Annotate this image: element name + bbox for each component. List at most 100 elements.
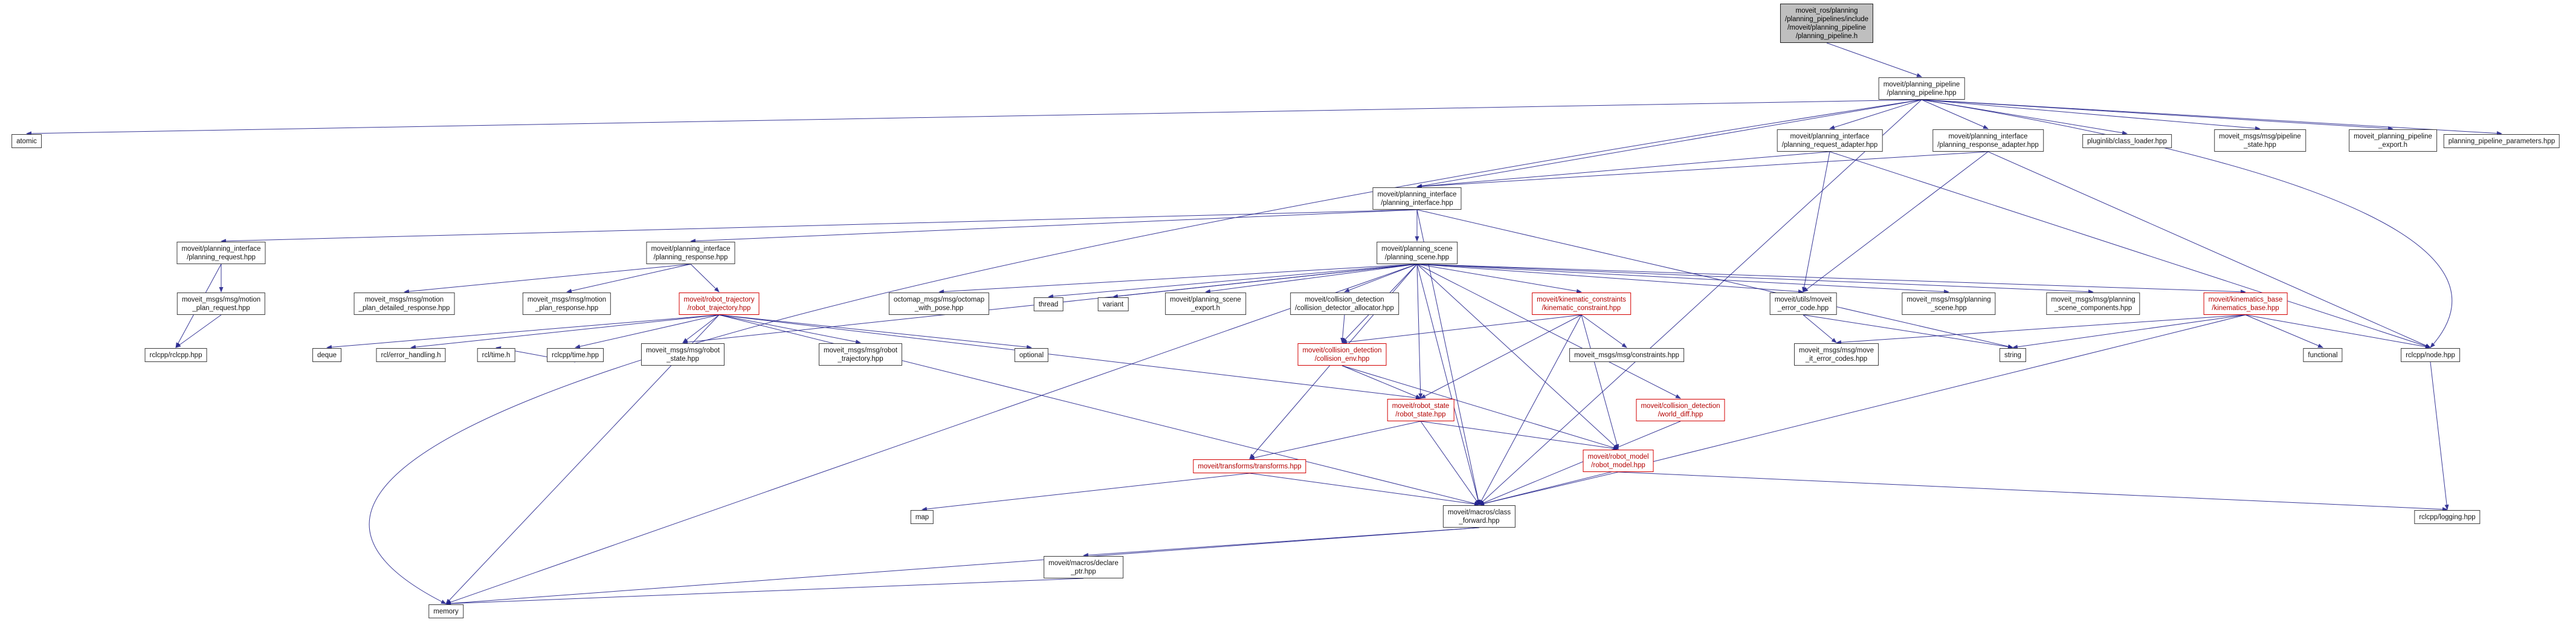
graph-node-rs_msg[interactable]: moveit_msgs/msg/robot_state.hpp [641, 343, 725, 366]
graph-node-map[interactable]: map [910, 510, 934, 524]
graph-node-pp_export[interactable]: moveit_planning_pipeline_export.h [2349, 129, 2437, 152]
graph-node-mpdr_msg[interactable]: moveit_msgs/msg/motion_plan_detailed_res… [353, 293, 455, 315]
graph-node-string[interactable]: string [1999, 348, 2027, 362]
graph-node-tf_hpp[interactable]: moveit/transforms/transforms.hpp [1193, 459, 1306, 473]
graph-node-rclcpp[interactable]: rclcpp/rclcpp.hpp [144, 348, 207, 362]
node-label-line: /world_diff.hpp [1658, 411, 1703, 418]
node-label-line: moveit/robot_model [1587, 453, 1649, 461]
graph-node-root: moveit_ros/planning/planning_pipelines/i… [1780, 4, 1874, 43]
node-label-line: deque [317, 352, 337, 359]
graph-edge-ps_hpp-psmsg [1416, 264, 1949, 294]
graph-node-mpr_msg[interactable]: moveit_msgs/msg/motion_plan_request.hpp [176, 293, 266, 315]
graph-node-rt_hpp[interactable]: moveit/robot_trajectory/robot_trajectory… [679, 293, 760, 315]
graph-node-mpresp_msg[interactable]: moveit_msgs/msg/motion _plan_response.hpp [522, 293, 612, 315]
graph-node-memory[interactable]: memory [428, 604, 463, 618]
graph-node-preq_hpp[interactable]: moveit/planning_interface/planning_reque… [176, 242, 266, 264]
node-label-line: moveit/kinematics_base [2208, 296, 2283, 303]
graph-node-rm_hpp[interactable]: moveit/robot_model/robot_model.hpp [1583, 450, 1654, 472]
graph-node-node_hpp[interactable]: rclcpp/node.hpp [2401, 348, 2460, 362]
graph-node-rt_msg[interactable]: moveit_msgs/msg/robot_trajectory.hpp [818, 343, 903, 366]
graph-node-presp_hpp[interactable]: moveit/planning_interface/planning_respo… [646, 242, 735, 264]
graph-node-dp_hpp[interactable]: moveit/macros/declare_ptr.hpp [1044, 556, 1123, 578]
graph-node-octomap[interactable]: octomap_msgs/msg/octomap_with_pose.hpp [888, 293, 990, 315]
graph-node-thread[interactable]: thread [1033, 297, 1064, 311]
graph-node-ps_hpp[interactable]: moveit/planning_scene/planning_scene.hpp [1377, 242, 1457, 264]
node-label-line: /planning_response_adapter.hpp [1937, 141, 2039, 149]
graph-node-wd_hpp[interactable]: moveit/collision_detection/world_diff.hp… [1636, 399, 1725, 421]
graph-edge-ps_hpp-cf_hpp [1416, 264, 1480, 505]
graph-edge-kc_hpp-cf_hpp [1479, 314, 1582, 505]
node-label-line: moveit/planning_pipeline [1883, 81, 1960, 88]
graph-edge-kc_hpp-rstate_hpp [1420, 314, 1582, 399]
graph-edge-ce_hpp-rm_hpp [1341, 365, 1619, 450]
graph-edge-ps_hpp-pscmsg [1416, 264, 2094, 294]
graph-edge-ps_hpp-cda_hpp [1344, 264, 1418, 293]
node-label-line: moveit/robot_trajectory [683, 296, 755, 303]
graph-edge-ps_hpp-mec_hpp [1416, 264, 1804, 294]
node-label-line: moveit/collision_detection [1305, 296, 1384, 303]
graph-node-ce_hpp[interactable]: moveit/collision_detection/collision_env… [1297, 343, 1387, 366]
node-label-line: variant [1102, 301, 1124, 308]
node-label-line: moveit_msgs/msg/robot [823, 347, 898, 354]
graph-node-pp_hpp[interactable]: moveit/planning_pipeline/planning_pipeli… [1878, 77, 1965, 100]
node-label-line: moveit_ros/planning [1795, 7, 1858, 15]
node-label-line: memory [433, 608, 459, 615]
graph-edge-req_adapter-pi_hpp [1416, 151, 1830, 189]
node-label-line: moveit_msgs/msg/motion [527, 296, 607, 303]
graph-node-kb_hpp[interactable]: moveit/kinematics_base/kinematics_base.h… [2203, 293, 2288, 315]
graph-edge-resp_adapter-node_hpp [1987, 151, 2431, 348]
graph-node-rcl_time[interactable]: rcl/time.h [477, 348, 515, 362]
graph-edge-pp_hpp-pp_params [1921, 99, 2502, 136]
node-label-line: /moveit/planning_pipeline [1787, 24, 1866, 31]
graph-edge-rstate_hpp-cf_hpp [1420, 421, 1480, 505]
node-label-line: /robot_model.hpp [1591, 462, 1645, 469]
graph-node-logging[interactable]: rclcpp/logging.hpp [2414, 510, 2481, 524]
graph-node-rstate_hpp[interactable]: moveit/robot_state/robot_state.hpp [1387, 399, 1454, 421]
graph-edge-rstate_hpp-tf_hpp [1249, 421, 1421, 460]
graph-edge-rstate_hpp-rm_hpp [1420, 421, 1619, 451]
graph-node-deque[interactable]: deque [312, 348, 341, 362]
graph-edge-req_adapter-node_hpp [1829, 151, 2431, 348]
graph-node-optional[interactable]: optional [1014, 348, 1049, 362]
graph-edge-req_adapter-mec_hpp [1802, 151, 1830, 293]
graph-edge-kb_hpp-node_hpp [2245, 314, 2431, 349]
node-label-line: rclcpp/time.hpp [552, 352, 599, 359]
graph-node-atomic[interactable]: atomic [11, 134, 42, 148]
graph-node-cf_hpp[interactable]: moveit/macros/class_forward.hpp [1442, 505, 1516, 528]
graph-node-pi_hpp[interactable]: moveit/planning_interface/planning_inter… [1372, 187, 1462, 210]
graph-node-class_loader[interactable]: pluginlib/class_loader.hpp [2082, 134, 2172, 148]
graph-node-mec_msg[interactable]: moveit_msgs/msg/move_it_error_codes.hpp [1794, 343, 1879, 366]
node-label-line: moveit_msgs/msg/planning [1906, 296, 1991, 303]
node-label-line: moveit/macros/class [1447, 509, 1511, 516]
graph-node-resp_adapter[interactable]: moveit/planning_interface/planning_respo… [1932, 129, 2044, 152]
node-label-line: _error_code.hpp [1777, 305, 1829, 312]
graph-node-rclcpp_time[interactable]: rclcpp/time.hpp [547, 348, 604, 362]
node-label-line: moveit/planning_scene [1170, 296, 1241, 303]
graph-node-req_adapter[interactable]: moveit/planning_interface/planning_reque… [1777, 129, 1883, 152]
node-label-line: _plan_response.hpp [535, 305, 599, 312]
graph-edge-tf_hpp-cf_hpp [1249, 473, 1480, 506]
graph-edge-root-pp_hpp [1826, 42, 1922, 77]
node-label-line: string [2004, 352, 2022, 359]
graph-node-rcl_err[interactable]: rcl/error_handling.h [376, 348, 446, 362]
graph-edge-presp_hpp-mpdr_msg [404, 264, 691, 294]
graph-edge-ps_hpp-rstate_hpp [1416, 264, 1423, 399]
graph-node-variant[interactable]: variant [1097, 297, 1129, 311]
graph-node-cda_hpp[interactable]: moveit/collision_detection/collision_det… [1290, 293, 1399, 315]
graph-edge-ps_hpp-memory [445, 264, 1418, 604]
graph-node-psmsg[interactable]: moveit_msgs/msg/planning_scene.hpp [1902, 293, 1996, 315]
graph-node-functional[interactable]: functional [2303, 348, 2343, 362]
graph-edge-rt_hpp-rt_msg [718, 314, 861, 344]
node-label-line: /planning_pipelines/include [1784, 16, 1869, 23]
graph-node-mec_hpp[interactable]: moveit/utils/moveit_error_code.hpp [1769, 293, 1837, 315]
node-label-line: /planning_scene.hpp [1384, 254, 1450, 261]
graph-node-pscmsg[interactable]: moveit_msgs/msg/planning_scene_component… [2046, 293, 2140, 315]
graph-edge-kb_hpp-functional [2245, 314, 2323, 348]
node-label-line: optional [1019, 352, 1044, 359]
graph-node-pipeline_state[interactable]: moveit_msgs/msg/pipeline_state.hpp [2214, 129, 2306, 152]
graph-node-ps_export[interactable]: moveit/planning_scene_export.h [1165, 293, 1246, 315]
graph-node-pp_params[interactable]: planning_pipeline_parameters.hpp [2443, 134, 2560, 148]
graph-node-constraints_msg[interactable]: moveit_msgs/msg/constraints.hpp [1569, 348, 1684, 362]
graph-edge-rm_hpp-logging [1618, 471, 2448, 512]
graph-node-kc_hpp[interactable]: moveit/kinematic_constraints/kinematic_c… [1532, 293, 1631, 315]
